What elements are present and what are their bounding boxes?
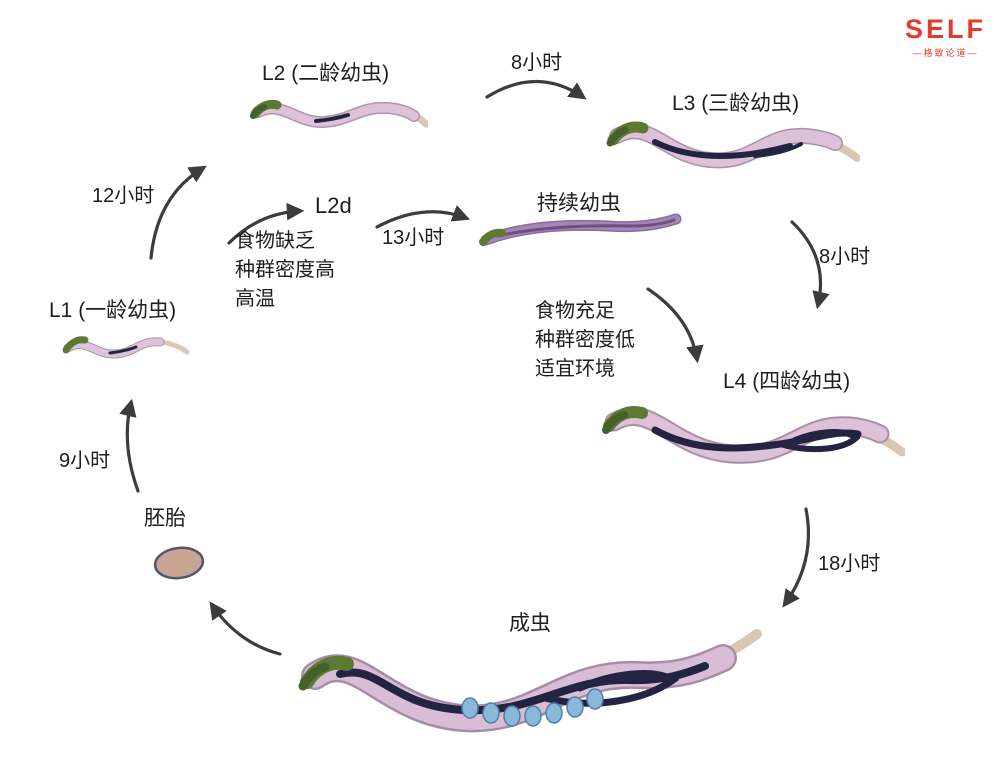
stage-label-embryo: 胚胎 — [144, 507, 186, 530]
arrow-adult-to-embryo — [209, 601, 282, 656]
duration-l4-to-adult: 18小时 — [818, 553, 881, 575]
stage-label-adult: 成虫 — [509, 612, 551, 635]
duration-l2-to-l3: 8小时 — [511, 52, 563, 74]
l4-worm-illustration — [602, 406, 905, 464]
adult-worm-illustration — [298, 629, 762, 733]
adult-egg-cluster — [461, 688, 604, 727]
arrow-l1-to-l2 — [149, 165, 207, 260]
condition-from-dauer: 食物充足 种群密度低 适宜环境 — [535, 297, 635, 384]
arrow-to-l2d — [227, 202, 305, 245]
l1-worm-illustration — [62, 336, 190, 359]
arrow-l2-to-l3 — [485, 80, 587, 100]
arrow-l4-to-adult — [782, 507, 811, 608]
duration-embryo-to-l1: 9小时 — [59, 450, 111, 472]
stage-label-l1: L1 (一龄幼虫) — [49, 299, 177, 322]
stage-label-l2d: L2d — [315, 193, 352, 218]
logo-brand-text: SELF — [904, 14, 986, 44]
condition-to-dauer: 食物缺乏 种群密度高 高温 — [235, 227, 335, 314]
arrow-l3-to-l4 — [790, 220, 830, 310]
condition-from-dauer-line2: 种群密度低 — [535, 329, 635, 351]
arrow-embryo-to-l1 — [119, 398, 140, 493]
duration-l2d-to-dauer: 13小时 — [382, 227, 445, 249]
duration-l3-to-l4: 8小时 — [819, 246, 871, 268]
embryo-egg-illustration — [153, 546, 205, 580]
stage-label-l2: L2 (二龄幼虫) — [262, 62, 390, 85]
arrow-l2d-to-dauer — [375, 205, 471, 229]
condition-to-dauer-line2: 种群密度高 — [235, 259, 335, 281]
logo-tagline-text: —格致论道— — [912, 48, 979, 58]
condition-to-dauer-line1: 食物缺乏 — [235, 230, 315, 252]
l2-worm-illustration — [250, 99, 428, 128]
condition-from-dauer-line3: 适宜环境 — [535, 358, 615, 380]
condition-to-dauer-line3: 高温 — [235, 288, 275, 310]
stage-label-dauer: 持续幼虫 — [537, 192, 621, 215]
dauer-worm-illustration — [479, 213, 682, 246]
arrow-dauer-to-l4 — [646, 287, 704, 364]
condition-from-dauer-line1: 食物充足 — [535, 300, 615, 322]
duration-l1-to-l2: 12小时 — [92, 185, 155, 207]
stage-label-l4: L4 (四龄幼虫) — [723, 370, 851, 393]
self-logo: SELF —格致论道— — [905, 14, 986, 59]
stage-label-l3: L3 (三龄幼虫) — [672, 92, 800, 115]
l3-worm-illustration — [606, 121, 860, 169]
